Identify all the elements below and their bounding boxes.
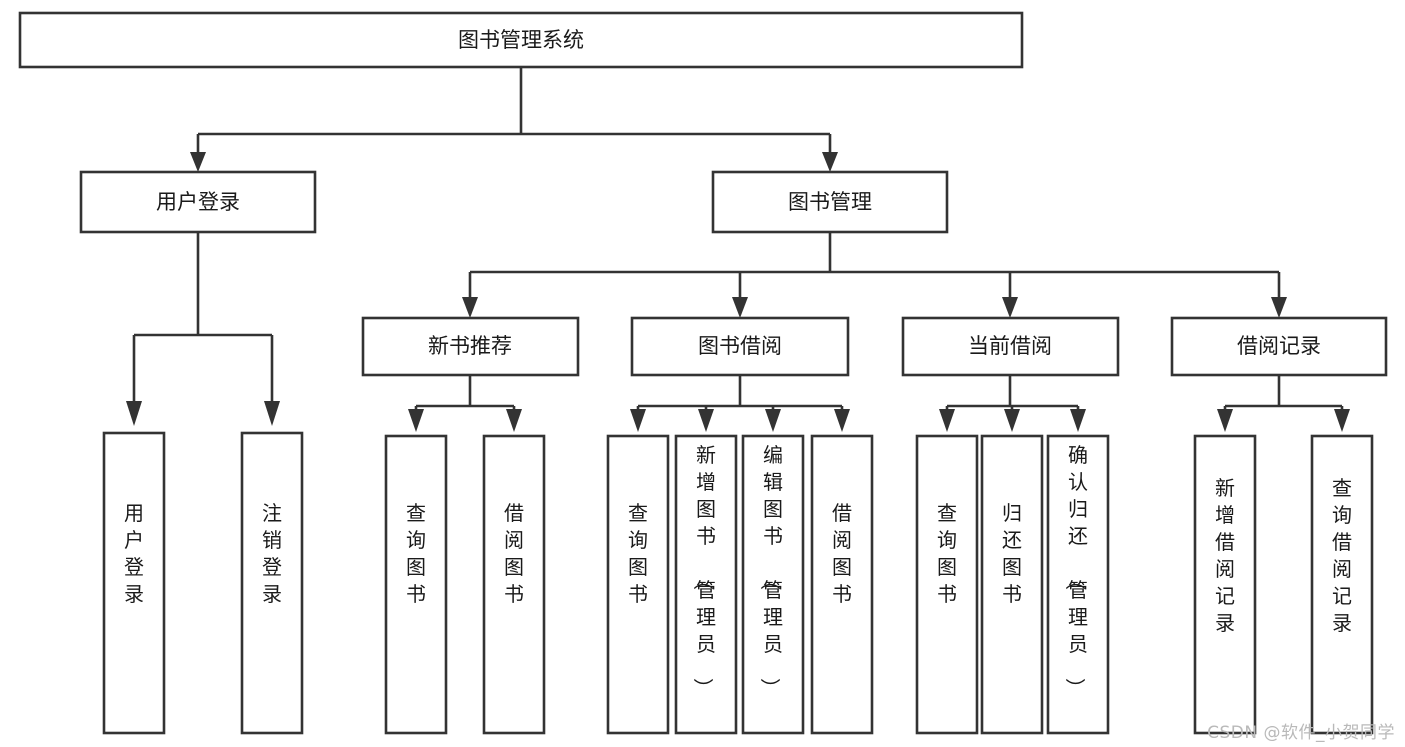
node-leaf-query-book-1-box[interactable] bbox=[384, 434, 448, 735]
arrow-leaf-query-book-2 bbox=[630, 409, 646, 432]
arrow-to-book-manage bbox=[822, 152, 838, 172]
arrow-leaf-add-book bbox=[698, 409, 714, 432]
node-book-borrow-box[interactable] bbox=[630, 316, 850, 377]
arrow-to-user-login bbox=[190, 152, 206, 172]
node-book-manage-label: 图书管理 bbox=[788, 190, 872, 214]
node-borrow-record-box[interactable] bbox=[1170, 316, 1388, 377]
node-current-borrow[interactable]: 当前借阅 bbox=[901, 316, 1120, 377]
node-leaf-borrow-book-2-box[interactable] bbox=[810, 434, 874, 735]
node-leaf-query-record[interactable]: 查询借阅记录 bbox=[1310, 434, 1374, 735]
node-leaf-confirm-return-label: 确认归还（管理员） bbox=[1063, 443, 1088, 698]
arrow-leaf-user-login bbox=[126, 401, 142, 426]
node-leaf-return-book-box[interactable] bbox=[980, 434, 1044, 735]
node-leaf-confirm-return-box[interactable] bbox=[1046, 434, 1110, 735]
node-leaf-query-book-1-label: 查询图书 bbox=[406, 501, 426, 606]
arrow-leaf-query-book-1 bbox=[408, 409, 424, 432]
arrow-leaf-add-record bbox=[1217, 409, 1233, 432]
node-leaf-add-record-box[interactable] bbox=[1193, 434, 1257, 735]
arrow-to-borrow-record bbox=[1271, 297, 1287, 318]
arrow-leaf-edit-book bbox=[765, 409, 781, 432]
node-user-login-box[interactable] bbox=[79, 170, 317, 234]
node-leaf-edit-book-box[interactable] bbox=[741, 434, 805, 735]
node-leaf-user-login-label: 用户登录 bbox=[124, 501, 144, 606]
connector-group bbox=[126, 67, 1350, 432]
node-leaf-query-record-label: 查询借阅记录 bbox=[1332, 476, 1352, 635]
node-leaf-query-book-2-label: 查询图书 bbox=[628, 501, 648, 606]
node-leaf-borrow-book-2[interactable]: 借阅图书 bbox=[810, 434, 874, 735]
csdn-watermark: CSDN @软件_小贺同学 bbox=[1207, 723, 1395, 743]
arrow-leaf-query-record bbox=[1334, 409, 1350, 432]
node-leaf-logout-box[interactable] bbox=[240, 431, 304, 735]
node-leaf-add-book[interactable]: 新增图书（管理员） bbox=[674, 434, 738, 735]
node-leaf-confirm-return[interactable]: 确认归还（管理员） bbox=[1046, 434, 1110, 735]
node-leaf-query-book-3-label: 查询图书 bbox=[937, 501, 957, 606]
node-book-borrow-label: 图书借阅 bbox=[698, 334, 782, 358]
arrow-to-book-borrow bbox=[732, 297, 748, 318]
node-user-login[interactable]: 用户登录 bbox=[79, 170, 317, 234]
node-leaf-query-book-2-box[interactable] bbox=[606, 434, 670, 735]
arrow-to-new-book-recommend bbox=[462, 297, 478, 318]
arrow-leaf-logout bbox=[264, 401, 280, 426]
node-leaf-return-book[interactable]: 归还图书 bbox=[980, 434, 1044, 735]
node-root[interactable]: 图书管理系统 bbox=[18, 11, 1024, 69]
node-current-borrow-box[interactable] bbox=[901, 316, 1120, 377]
node-leaf-add-record-label: 新增借阅记录 bbox=[1215, 476, 1235, 635]
node-leaf-add-record[interactable]: 新增借阅记录 bbox=[1193, 434, 1257, 735]
node-borrow-record-label: 借阅记录 bbox=[1237, 334, 1321, 358]
node-root-label: 图书管理系统 bbox=[458, 28, 584, 52]
node-leaf-user-login-box[interactable] bbox=[102, 431, 166, 735]
node-new-book-recommend[interactable]: 新书推荐 bbox=[361, 316, 580, 377]
node-leaf-borrow-book-1[interactable]: 借阅图书 bbox=[482, 434, 546, 735]
node-leaf-edit-book[interactable]: 编辑图书（管理员） bbox=[741, 434, 805, 735]
node-leaf-query-book-3[interactable]: 查询图书 bbox=[915, 434, 979, 735]
arrow-to-current-borrow bbox=[1002, 297, 1018, 318]
node-borrow-record[interactable]: 借阅记录 bbox=[1170, 316, 1388, 377]
node-leaf-return-book-label: 归还图书 bbox=[1002, 501, 1022, 606]
node-leaf-query-book-1[interactable]: 查询图书 bbox=[384, 434, 448, 735]
arrow-leaf-borrow-book-1 bbox=[506, 409, 522, 432]
node-book-manage-box[interactable] bbox=[711, 170, 949, 234]
node-book-borrow[interactable]: 图书借阅 bbox=[630, 316, 850, 377]
node-leaf-borrow-book-1-label: 借阅图书 bbox=[504, 501, 524, 606]
node-leaf-query-record-box[interactable] bbox=[1310, 434, 1374, 735]
node-leaf-query-book-2[interactable]: 查询图书 bbox=[606, 434, 670, 735]
node-leaf-edit-book-label: 编辑图书（管理员） bbox=[758, 443, 783, 698]
node-new-book-recommend-box[interactable] bbox=[361, 316, 580, 377]
node-leaf-borrow-book-1-box[interactable] bbox=[482, 434, 546, 735]
node-leaf-user-login[interactable]: 用户登录 bbox=[102, 431, 166, 735]
node-leaf-borrow-book-2-label: 借阅图书 bbox=[832, 501, 852, 606]
arrow-leaf-return-book bbox=[1004, 409, 1020, 432]
node-leaf-add-book-label: 新增图书（管理员） bbox=[691, 443, 716, 698]
arrow-leaf-borrow-book-2 bbox=[834, 409, 850, 432]
node-book-manage[interactable]: 图书管理 bbox=[711, 170, 949, 234]
node-leaf-logout[interactable]: 注销登录 bbox=[240, 431, 304, 735]
arrow-leaf-query-book-3 bbox=[939, 409, 955, 432]
node-root-box[interactable] bbox=[18, 11, 1024, 69]
arrow-leaf-confirm-return bbox=[1070, 409, 1086, 432]
node-user-login-label: 用户登录 bbox=[156, 190, 240, 214]
node-leaf-query-book-3-box[interactable] bbox=[915, 434, 979, 735]
node-leaf-add-book-box[interactable] bbox=[674, 434, 738, 735]
node-leaf-logout-label: 注销登录 bbox=[262, 501, 282, 606]
node-new-book-recommend-label: 新书推荐 bbox=[428, 334, 512, 358]
node-current-borrow-label: 当前借阅 bbox=[968, 334, 1052, 358]
